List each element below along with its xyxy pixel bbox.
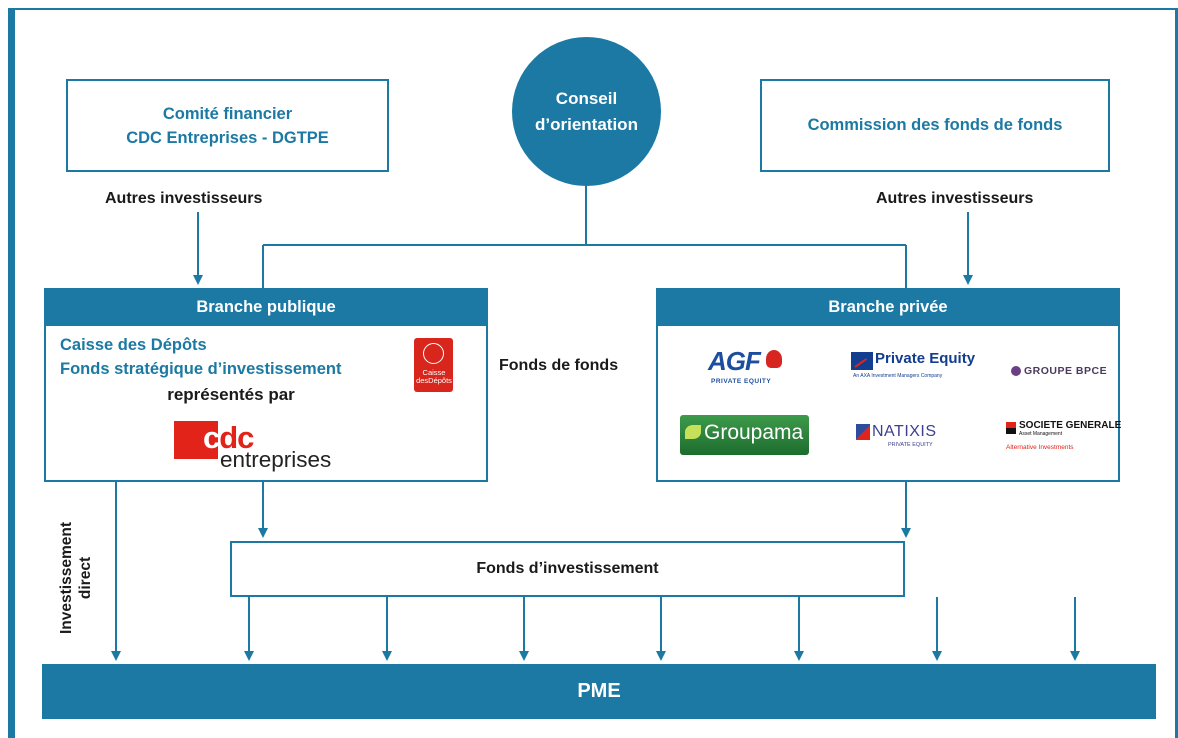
investissement-direct-line1: Investissement	[58, 522, 75, 634]
cdc-entreprises-logo: cdc entreprises	[174, 418, 364, 474]
sg-flag-icon	[1006, 422, 1016, 434]
comite-line1: Comité financier	[162, 104, 293, 123]
bpce-mark-icon	[1011, 366, 1021, 376]
comite-line2: CDC Entreprises - DGTPE	[126, 128, 329, 147]
agf-logo: AGF PRIVATE EQUITY	[708, 346, 798, 390]
agf-logo-word: AGF	[708, 346, 761, 376]
groupama-leaf-icon	[685, 425, 701, 439]
axa-logo-word: Private Equity	[875, 350, 976, 367]
sg-logo-word: SOCIETE GENERALE	[1019, 420, 1122, 431]
conseil-orientation-circle: Conseil d’orientation	[512, 37, 661, 186]
caisse-seal-icon	[423, 343, 444, 364]
cdc-logo-sub: entreprises	[220, 447, 332, 472]
branche-privee-title: Branche privée	[828, 297, 948, 316]
frame-top-line	[8, 8, 1178, 10]
pme-bar: PME	[42, 664, 1156, 719]
comite-financier-box: Comité financier CDC Entreprises - DGTPE	[66, 79, 389, 172]
axa-logo-sub: An AXA Investment Managers Company	[853, 373, 943, 379]
branche-publique-title: Branche publique	[196, 297, 336, 316]
cdc-logo-word: cdc	[203, 420, 254, 455]
frame-right-line	[1175, 8, 1178, 738]
groupama-logo: Groupama	[680, 415, 809, 455]
pme-label: PME	[577, 680, 621, 702]
groupama-logo-word: Groupama	[704, 421, 804, 444]
representes-par-label: représentés par	[167, 385, 295, 404]
sg-logo-sub1: Asset Management	[1019, 431, 1063, 437]
caisse-des-depots-logo: Caisse desDépôts	[414, 338, 453, 392]
agf-logo-sub: PRIVATE EQUITY	[711, 378, 772, 385]
autres-investisseurs-right: Autres investisseurs	[876, 190, 1034, 207]
investissement-direct-label: Investissement direct	[52, 498, 100, 658]
bpce-logo-word: GROUPE BPCE	[1024, 365, 1108, 377]
branche-privee-body: AGF PRIVATE EQUITY Private Equity An AXA…	[656, 326, 1122, 482]
fonds-investissement-label: Fonds d’investissement	[476, 560, 659, 577]
natixis-logo: NATIXIS PRIVATE EQUITY	[856, 422, 966, 458]
natixis-logo-word: NATIXIS	[872, 423, 937, 440]
caisse-des-depots-label: Caisse des Dépôts	[60, 336, 207, 354]
branche-publique-body: Caisse des Dépôts Fonds stratégique d’in…	[44, 326, 488, 482]
natixis-logo-sub: PRIVATE EQUITY	[888, 442, 933, 448]
sg-logo-sub2: Alternative Investments	[1006, 444, 1074, 451]
conseil-line2: d’orientation	[535, 114, 638, 134]
axa-mark-icon	[851, 352, 873, 370]
investissement-direct-line2: direct	[77, 556, 94, 600]
branche-publique-header: Branche publique	[44, 288, 488, 326]
groupe-bpce-logo: GROUPE BPCE	[1011, 362, 1121, 382]
commission-label: Commission des fonds de fonds	[807, 116, 1063, 134]
commission-fonds-box: Commission des fonds de fonds	[760, 79, 1110, 172]
caisse-logo-line2: desDépôts	[416, 376, 452, 385]
branche-privee-header: Branche privée	[656, 288, 1120, 326]
fonds-investissement-box: Fonds d’investissement	[230, 541, 905, 597]
conseil-line1: Conseil	[555, 88, 618, 108]
autres-investisseurs-left: Autres investisseurs	[105, 190, 263, 207]
natixis-mark-icon	[856, 424, 870, 440]
fonds-strategique-label: Fonds stratégique d’investissement	[60, 360, 342, 378]
agf-mark-icon	[766, 350, 782, 368]
societe-generale-logo: SOCIETE GENERALE Asset Management Altern…	[1006, 420, 1122, 456]
caisse-logo-line1: Caisse	[422, 368, 446, 377]
axa-private-equity-logo: Private Equity An AXA Investment Manager…	[851, 346, 991, 390]
frame-left-bar	[8, 8, 15, 738]
fonds-de-fonds-label: Fonds de fonds	[499, 357, 619, 374]
